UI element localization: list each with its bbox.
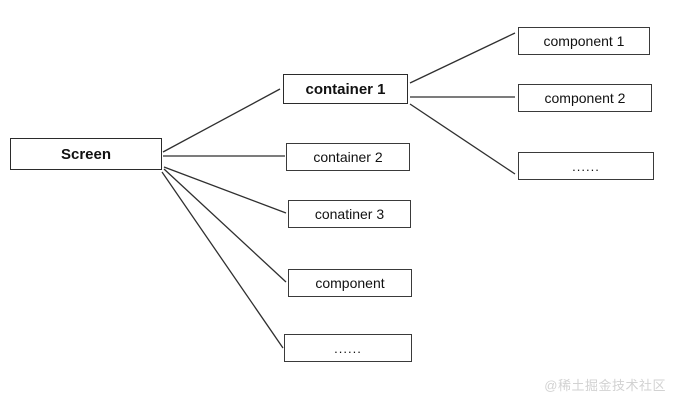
node-label: container 1 xyxy=(305,80,386,98)
node-component-2[interactable]: component 2 xyxy=(518,84,652,112)
node-conatiner-3[interactable]: conatiner 3 xyxy=(288,200,411,228)
node-screen[interactable]: Screen xyxy=(10,138,162,170)
node-container-1[interactable]: container 1 xyxy=(283,74,408,104)
watermark: @稀土掘金技术社区 xyxy=(544,378,666,393)
node-label: container 2 xyxy=(313,149,383,165)
node-label: component 2 xyxy=(544,90,626,106)
node-ellipsis-middle[interactable]: ...... xyxy=(284,334,412,362)
node-component[interactable]: component xyxy=(288,269,412,297)
node-container-2[interactable]: container 2 xyxy=(286,143,410,171)
edge-screen-to-ellipsis-mid xyxy=(161,171,284,349)
node-label: conatiner 3 xyxy=(314,206,385,222)
node-label: component 1 xyxy=(543,33,625,49)
node-component-1[interactable]: component 1 xyxy=(518,27,650,55)
node-label: ...... xyxy=(572,158,600,174)
edge-screen-to-container-1 xyxy=(162,88,281,153)
node-ellipsis-right[interactable]: ...... xyxy=(518,152,654,180)
node-label: ...... xyxy=(334,340,362,356)
edge-screen-to-component xyxy=(163,168,287,283)
node-label: component xyxy=(315,275,385,291)
edge-container-1-to-component-1 xyxy=(409,32,516,84)
edge-container-1-to-ellipsis-right xyxy=(409,103,516,175)
edge-screen-to-conatiner-3 xyxy=(163,166,287,214)
node-label: Screen xyxy=(60,145,112,163)
